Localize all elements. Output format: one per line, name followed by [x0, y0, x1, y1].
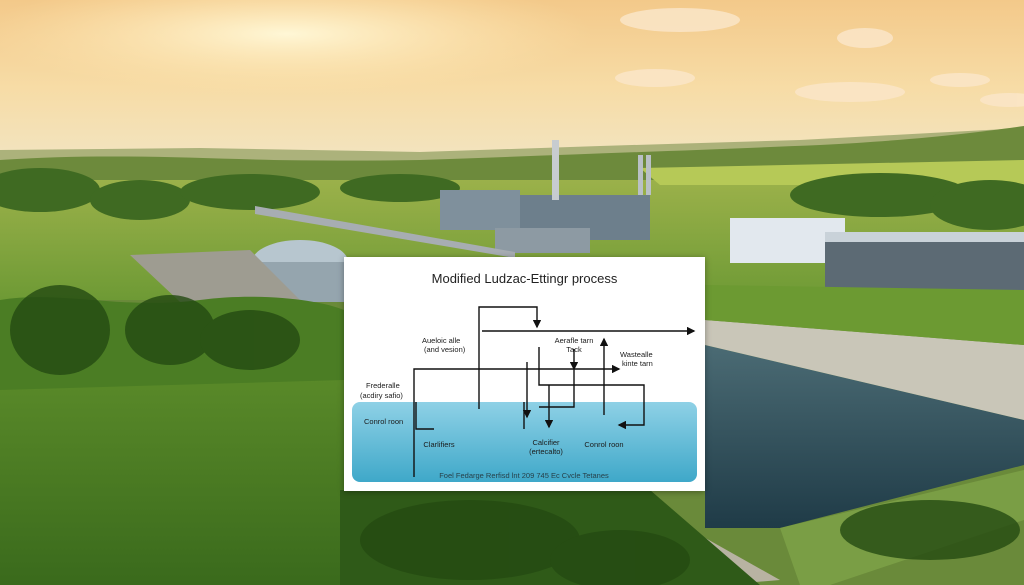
water-basin — [352, 402, 697, 482]
tree-line — [0, 168, 1024, 230]
diagram-footer: Foel Fedarge Rerfisd lnt 209 745 Ec Cvcl… — [439, 471, 609, 480]
diagram-title: Modified Ludzac-Ettingr process — [431, 271, 618, 286]
label-clarifiers: Clarlifiers — [423, 440, 455, 449]
pond — [705, 345, 1024, 528]
clouds — [615, 8, 1024, 107]
label-aerobic-1: Aueloic alle — [422, 336, 460, 345]
process-diagram: Aueloic alle (and vesion) Aerafle tarn T… — [352, 306, 697, 482]
label-control-left: Conrol roon — [364, 417, 403, 426]
label-control-right: Conrol roon — [584, 440, 623, 449]
foreground-grass — [0, 360, 344, 585]
label-aerobic-2: (and vesion) — [424, 345, 466, 354]
label-calcifier-2: (ertecalto) — [529, 447, 563, 456]
label-waste-1: Wastealle — [620, 350, 653, 359]
label-feed-1: Frederalle — [366, 381, 400, 390]
label-aerobic-tank-2: Tack — [566, 345, 582, 354]
label-feed-2: (acdiry safio) — [360, 391, 403, 400]
flow-lines — [413, 306, 696, 477]
process-diagram-card: Modified Ludzac-Ettingr process — [344, 257, 705, 491]
label-waste-2: kinte tarn — [622, 359, 653, 368]
label-aerobic-tank-1: Aerafle tarn — [555, 336, 594, 345]
label-calcifier-1: Calcifier — [532, 438, 560, 447]
